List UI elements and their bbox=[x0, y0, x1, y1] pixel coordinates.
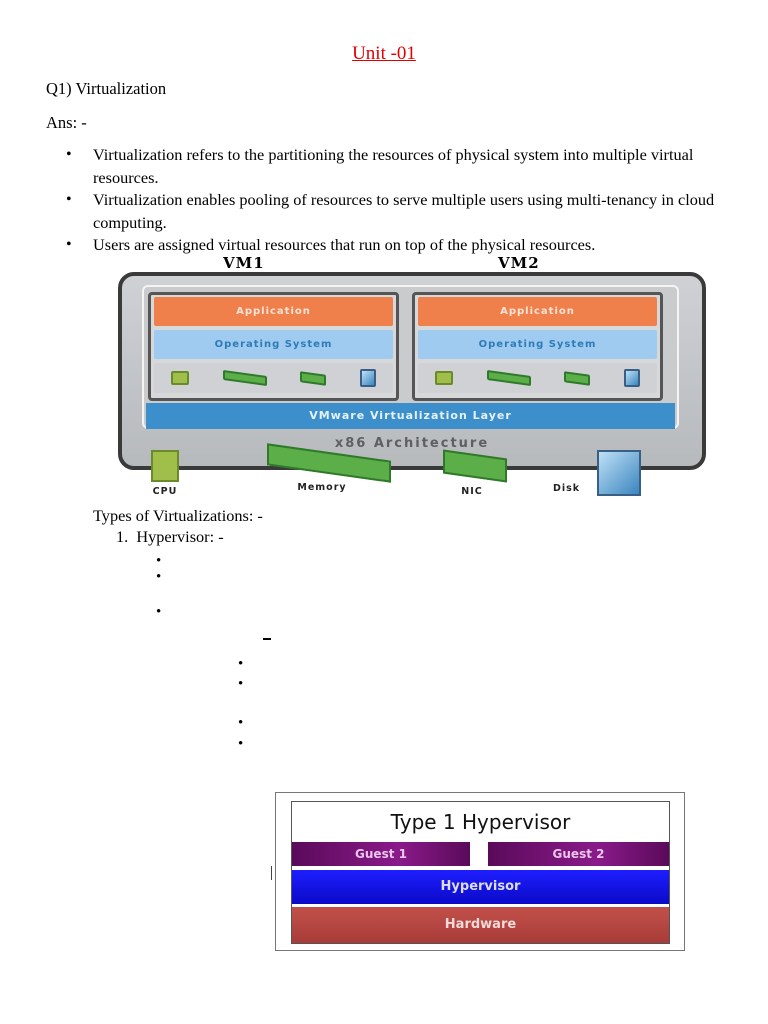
memory-icon bbox=[222, 369, 267, 387]
hardware-block: Hardware bbox=[292, 907, 669, 943]
empty-bullet: • bbox=[156, 553, 162, 569]
answer-label: Ans: - bbox=[46, 113, 87, 132]
bullet-item: Users are assigned virtual resources tha… bbox=[66, 234, 736, 257]
hypervisor-list-item: 1. Hypervisor: - bbox=[116, 527, 224, 547]
hardware-cpu: CPU bbox=[151, 450, 179, 497]
nic-icon bbox=[443, 449, 507, 483]
guest-2-block: Guest 2 bbox=[488, 842, 669, 866]
architecture-label: x86 Architecture bbox=[334, 436, 490, 451]
memory-label: Memory bbox=[297, 482, 347, 493]
virtualization-bullets: Virtualization refers to the partitionin… bbox=[66, 144, 736, 257]
vm1-application-layer: Application bbox=[154, 297, 393, 326]
hardware-disk: Disk bbox=[553, 450, 641, 496]
hardware-memory: Memory bbox=[253, 443, 391, 493]
vm2-label: VM2 bbox=[498, 254, 540, 272]
cpu-label: CPU bbox=[152, 486, 178, 497]
virtualization-container: Application Operating System Application… bbox=[142, 285, 679, 429]
type1-diagram-frame: Type 1 Hypervisor Guest 1 Guest 2 Hyperv… bbox=[291, 801, 670, 944]
cpu-icon bbox=[170, 371, 189, 385]
guest-1-block: Guest 1 bbox=[292, 842, 470, 866]
bullet-item: Virtualization refers to the partitionin… bbox=[66, 144, 736, 189]
type1-hypervisor-diagram: Type 1 Hypervisor Guest 1 Guest 2 Hyperv… bbox=[275, 792, 685, 951]
vm2-application-layer: Application bbox=[418, 297, 657, 326]
unit-title: Unit -01 bbox=[352, 43, 416, 64]
virtualization-layer: VMware Virtualization Layer bbox=[146, 403, 675, 429]
types-heading: Types of Virtualizations: - bbox=[93, 506, 263, 525]
nic-icon bbox=[564, 370, 591, 386]
disk-icon bbox=[597, 450, 641, 496]
disk-icon bbox=[360, 369, 377, 387]
bullet-item: Virtualization enables pooling of resour… bbox=[66, 189, 736, 234]
vm2-virtual-hardware bbox=[418, 363, 657, 393]
nic-label: NIC bbox=[461, 486, 483, 497]
empty-bullet: • bbox=[156, 569, 162, 585]
disk-label: Disk bbox=[553, 483, 581, 494]
empty-subbullet: • bbox=[238, 676, 244, 692]
vm1-os-layer: Operating System bbox=[154, 330, 393, 359]
list-number: 1. bbox=[116, 527, 129, 546]
vm2-os-layer: Operating System bbox=[418, 330, 657, 359]
hardware-nic: NIC bbox=[437, 449, 507, 497]
cpu-icon bbox=[151, 450, 179, 482]
vm2-box: Application Operating System bbox=[412, 292, 663, 401]
vm1-virtual-hardware bbox=[154, 363, 393, 393]
vm1-box: Application Operating System bbox=[148, 292, 399, 401]
question-heading: Q1) Virtualization bbox=[46, 79, 167, 98]
empty-subbullet: • bbox=[238, 736, 244, 752]
empty-subbullet: • bbox=[238, 656, 244, 672]
vmware-architecture-diagram: VM1 VM2 Application Operating System App… bbox=[115, 254, 706, 504]
hypervisor-block: Hypervisor bbox=[292, 870, 669, 904]
disk-icon bbox=[624, 369, 641, 387]
vm1-label: VM1 bbox=[223, 254, 265, 272]
type1-title: Type 1 Hypervisor bbox=[390, 810, 571, 834]
empty-subbullet: • bbox=[238, 715, 244, 731]
memory-icon bbox=[486, 369, 531, 387]
nic-icon bbox=[300, 370, 327, 386]
hypervisor-label: Hypervisor: - bbox=[136, 527, 224, 546]
dash-mark bbox=[263, 638, 271, 640]
cpu-icon bbox=[434, 371, 453, 385]
empty-bullet: • bbox=[156, 604, 162, 620]
physical-host-frame: Application Operating System Application… bbox=[118, 272, 706, 470]
text-cursor-mark bbox=[271, 866, 274, 880]
